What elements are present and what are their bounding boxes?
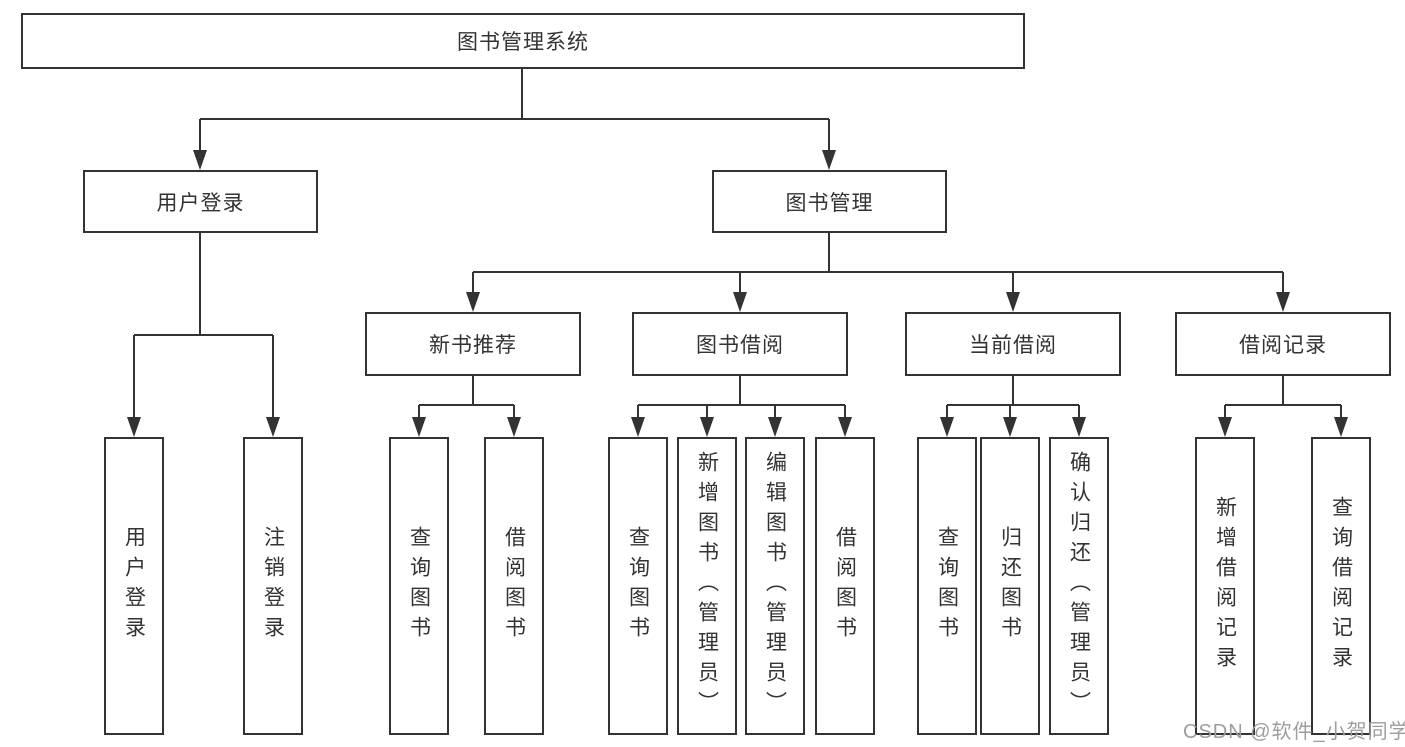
node-current-borrow: 当前借阅 — [905, 312, 1121, 376]
leaf-user-login: 用户登录 — [104, 437, 164, 735]
leaf-label: 借阅图书 — [833, 526, 857, 646]
leaf-query-books-current: 查询图书 — [917, 437, 977, 735]
leaf-borrow-books: 借阅图书 — [815, 437, 875, 735]
leaf-query-borrow-record: 查询借阅记录 — [1311, 437, 1371, 735]
leaf-label: 归还图书 — [998, 526, 1022, 646]
node-borrow-records: 借阅记录 — [1175, 312, 1391, 376]
leaf-label: 查询图书 — [626, 526, 650, 646]
leaf-label: 查询图书 — [935, 526, 959, 646]
leaf-label: 查询借阅记录 — [1329, 496, 1353, 676]
leaf-label: 用户登录 — [122, 526, 146, 646]
leaf-label: 新增图书（管理员） — [695, 451, 719, 721]
leaf-label: 注销登录 — [261, 526, 285, 646]
leaf-label: 编辑图书（管理员） — [763, 451, 787, 721]
leaf-confirm-return-admin: 确认归还（管理员） — [1049, 437, 1109, 735]
leaf-edit-book-admin: 编辑图书（管理员） — [745, 437, 805, 735]
leaf-add-borrow-record: 新增借阅记录 — [1195, 437, 1255, 735]
leaf-logout: 注销登录 — [243, 437, 303, 735]
leaf-label: 确认归还（管理员） — [1067, 451, 1091, 721]
node-user-login: 用户登录 — [83, 170, 318, 233]
leaf-add-book-admin: 新增图书（管理员） — [677, 437, 737, 735]
node-book-borrow: 图书借阅 — [632, 312, 848, 376]
connector-paths — [133, 69, 1342, 419]
watermark: CSDN @软件_小贺同学 — [1183, 721, 1405, 743]
node-library-system: 图书管理系统 — [21, 13, 1025, 69]
leaf-return-books: 归还图书 — [980, 437, 1040, 735]
arrowheads — [127, 150, 1348, 437]
node-book-management: 图书管理 — [712, 170, 947, 233]
leaf-query-books-recommend: 查询图书 — [389, 437, 449, 735]
leaf-borrow-books-recommend: 借阅图书 — [484, 437, 544, 735]
leaf-label: 借阅图书 — [502, 526, 526, 646]
node-new-book-recommend: 新书推荐 — [365, 312, 581, 376]
leaf-query-books-borrow: 查询图书 — [608, 437, 668, 735]
leaf-label: 查询图书 — [407, 526, 431, 646]
leaf-label: 新增借阅记录 — [1213, 496, 1237, 676]
